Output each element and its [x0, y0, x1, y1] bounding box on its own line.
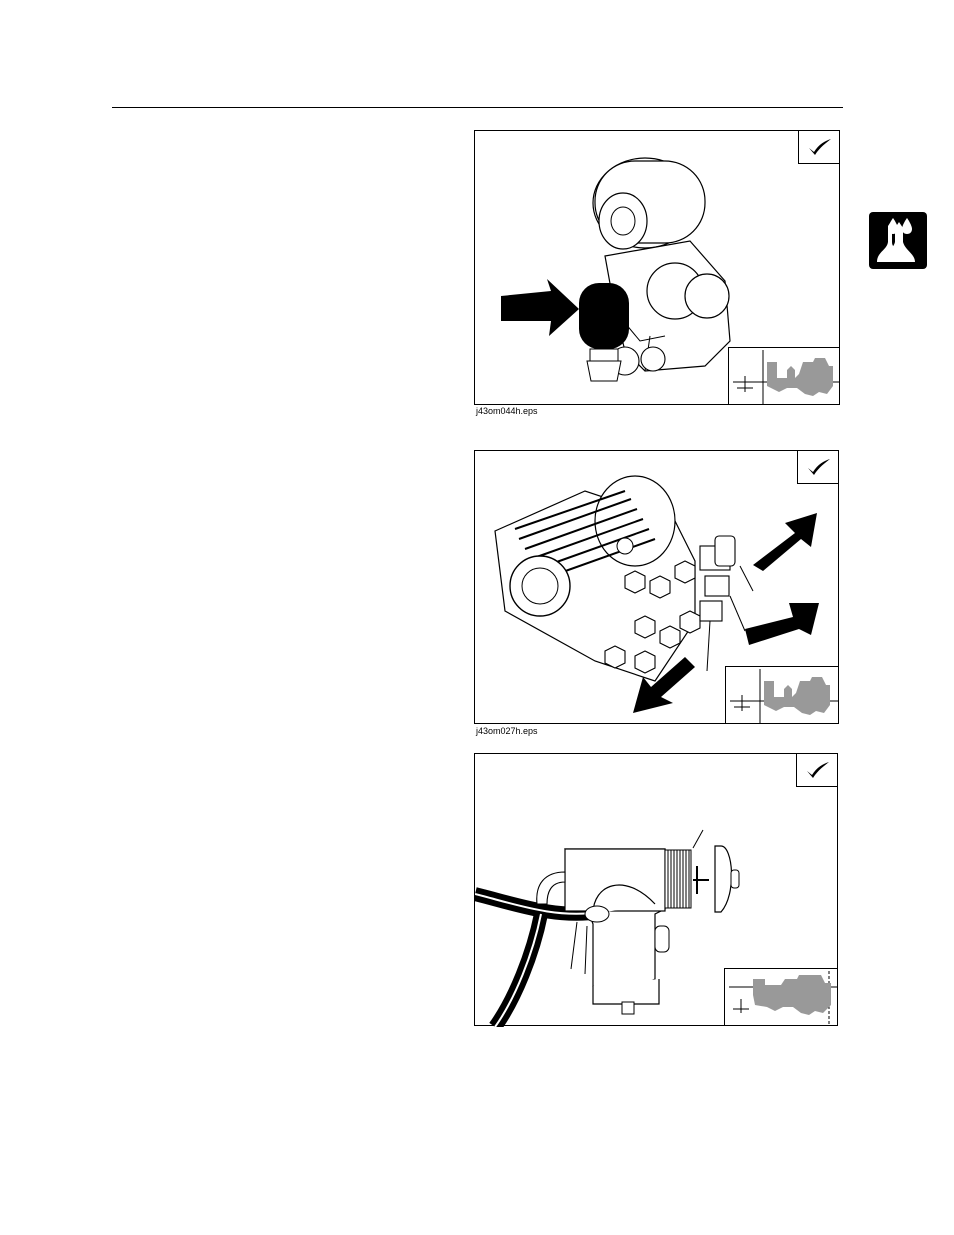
checkmark-box — [798, 131, 839, 164]
figure-air-filter — [474, 130, 840, 405]
machine-silhouette-icon — [729, 348, 839, 404]
checkmark-icon — [797, 754, 837, 786]
figure-pump-fittings — [474, 450, 839, 724]
checkmark-icon — [799, 131, 839, 163]
fluid-drops-icon — [869, 212, 927, 269]
machine-silhouette-icon — [725, 969, 837, 1025]
figure-1-caption: j43om044h.eps — [476, 406, 538, 417]
header-rule — [112, 107, 843, 108]
machine-silhouette-icon — [726, 667, 838, 723]
machine-locator-inset — [728, 347, 839, 404]
checkmark-icon — [798, 451, 838, 483]
figure-filter-housing — [474, 753, 838, 1026]
checkmark-box — [796, 754, 837, 787]
figure-2-caption: j43om027h.eps — [476, 726, 538, 737]
machine-locator-inset — [725, 666, 838, 723]
checkmark-box — [797, 451, 838, 484]
machine-locator-inset — [724, 968, 837, 1025]
